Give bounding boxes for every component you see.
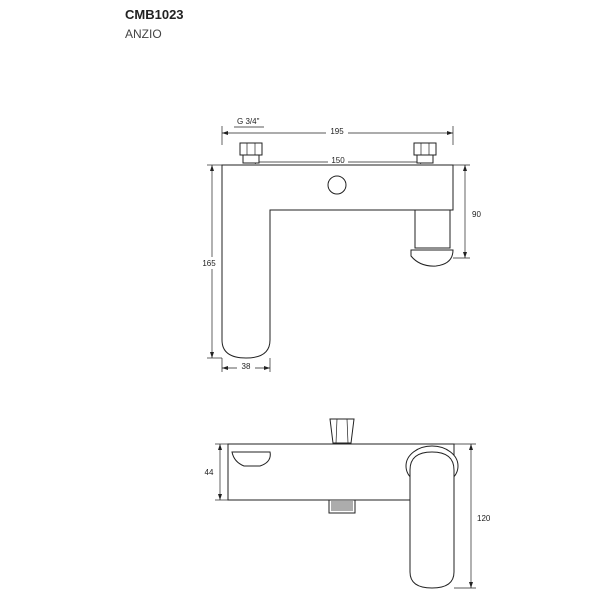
left-connector-nut bbox=[239, 142, 263, 156]
top-knob bbox=[329, 418, 355, 444]
arrow bbox=[264, 366, 270, 370]
series-name: ANZIO bbox=[125, 27, 162, 41]
diverter-knob bbox=[327, 175, 347, 195]
knob-facet bbox=[335, 418, 338, 444]
left-connector-stem bbox=[242, 154, 260, 164]
label-bg bbox=[200, 466, 218, 478]
arrow bbox=[463, 165, 467, 171]
label-bg bbox=[328, 155, 348, 165]
knob-facet bbox=[346, 418, 349, 444]
spout-lip bbox=[231, 451, 271, 467]
label-bg bbox=[237, 361, 255, 371]
dim-label-side-height: 44 bbox=[205, 468, 214, 477]
dim-label-thread: G 3/4" bbox=[237, 117, 260, 126]
arrow bbox=[218, 494, 222, 500]
model-code: CMB1023 bbox=[125, 7, 184, 22]
arrow bbox=[210, 165, 214, 171]
arrow bbox=[222, 131, 228, 135]
spout-outlet bbox=[414, 209, 451, 249]
arrow bbox=[463, 252, 467, 258]
right-connector-nut bbox=[413, 142, 437, 156]
dim-label-side-depth: 120 bbox=[477, 514, 491, 523]
right-connector-stem bbox=[416, 154, 434, 164]
arrow bbox=[469, 582, 473, 588]
arrow bbox=[210, 352, 214, 358]
dim-label-total-height: 165 bbox=[202, 259, 216, 268]
dim-label-overall-width: 195 bbox=[330, 127, 344, 136]
dim-label-spout-drop: 90 bbox=[472, 210, 481, 219]
label-bg bbox=[198, 257, 220, 269]
front-view: 195 G 3/4" 150 90 bbox=[198, 117, 481, 372]
arrow bbox=[469, 444, 473, 450]
dim-label-spout-width: 38 bbox=[242, 362, 251, 371]
thread-hatch bbox=[331, 501, 353, 511]
side-view: 44 120 bbox=[200, 418, 491, 589]
label-bg bbox=[326, 126, 348, 136]
arrow bbox=[447, 131, 453, 135]
faucet-body bbox=[221, 164, 454, 359]
spout-aerator bbox=[410, 249, 454, 267]
arrow bbox=[218, 444, 222, 450]
arrow bbox=[222, 366, 228, 370]
dim-label-centers-width: 150 bbox=[331, 156, 345, 165]
lever-handle bbox=[409, 451, 455, 589]
